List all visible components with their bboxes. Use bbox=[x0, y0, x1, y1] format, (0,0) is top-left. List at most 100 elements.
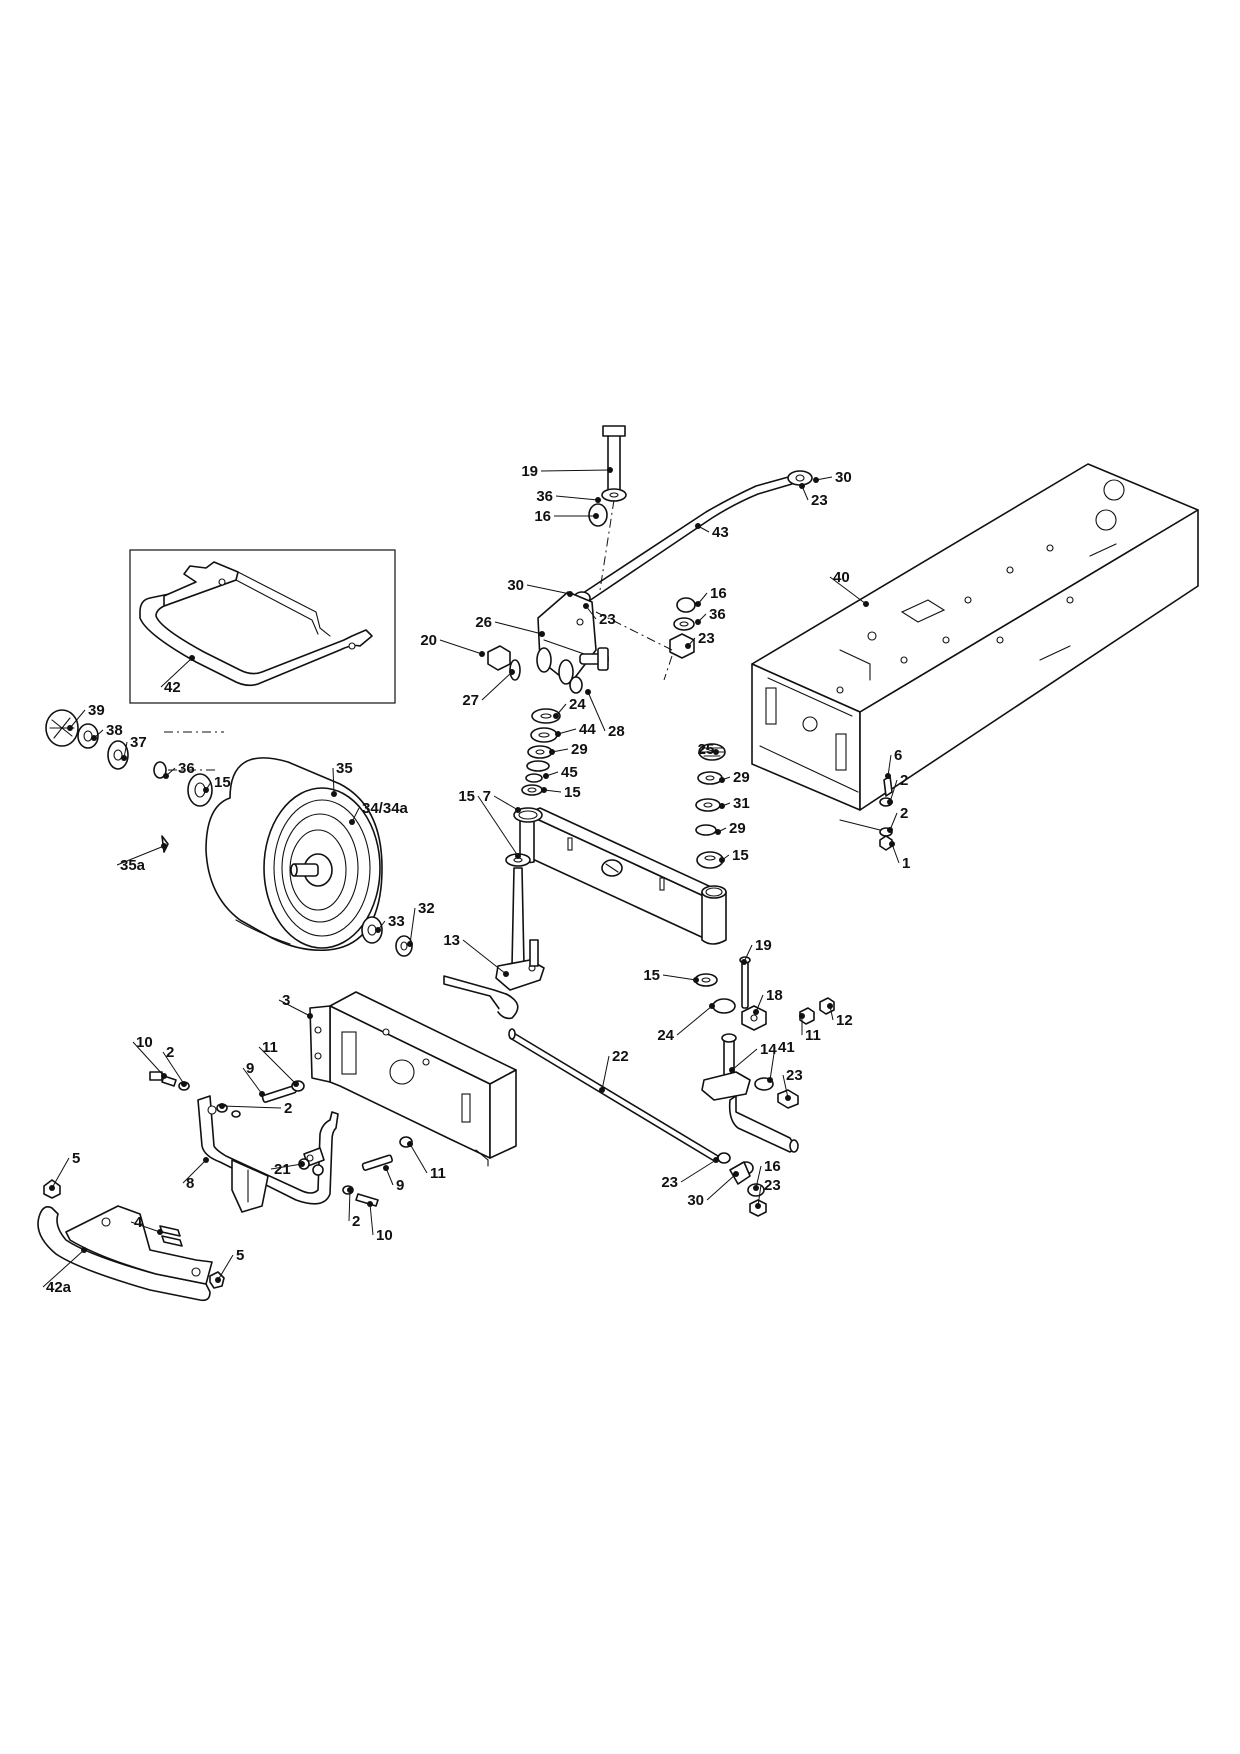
callout-dot bbox=[367, 1201, 373, 1207]
callout-35: 35 bbox=[331, 760, 353, 797]
callout-leader-line bbox=[676, 1005, 713, 1036]
callout-2-b: 2 bbox=[347, 1187, 360, 1230]
callout-22: 22 bbox=[599, 1048, 629, 1093]
callout-label: 11 bbox=[805, 1027, 821, 1044]
callout-label: 36 bbox=[709, 606, 726, 623]
callout-leader-line bbox=[162, 1051, 185, 1085]
callout-16-low: 16 bbox=[753, 1158, 781, 1191]
callout-dot bbox=[709, 1003, 715, 1009]
callout-leader-line bbox=[348, 1189, 351, 1222]
callout-label: 42a bbox=[46, 1279, 72, 1296]
right-hardware-stack bbox=[669, 597, 696, 659]
callout-25: 25 bbox=[698, 741, 719, 758]
callout-dot bbox=[733, 1171, 739, 1177]
callout-label: 14 bbox=[760, 1041, 777, 1058]
callout-13: 13 bbox=[443, 932, 509, 977]
callout-label: 32 bbox=[418, 900, 435, 917]
callout-label: 39 bbox=[88, 702, 105, 719]
callout-43: 43 bbox=[695, 523, 729, 541]
callout-leader-line bbox=[69, 709, 86, 729]
callout-dot bbox=[203, 787, 209, 793]
callout-label: 6 bbox=[894, 747, 902, 764]
callout-label: 42 bbox=[164, 679, 181, 696]
callout-label: 8 bbox=[186, 1175, 194, 1192]
callout-dot bbox=[407, 941, 413, 947]
callout-15-w: 15 bbox=[203, 774, 231, 793]
callout-3: 3 bbox=[278, 992, 313, 1019]
callout-label: 35 bbox=[336, 760, 353, 777]
callout-dot bbox=[553, 713, 559, 719]
callout-29-r2: 29 bbox=[715, 820, 746, 837]
callout-dot bbox=[785, 1095, 791, 1101]
callout-dot bbox=[741, 959, 747, 965]
callout-19-top: 19 bbox=[521, 463, 613, 480]
callout-24-low: 24 bbox=[657, 1003, 715, 1044]
callout-leader-line bbox=[160, 657, 193, 688]
callout-leader-line bbox=[662, 974, 697, 981]
callout-label: 9 bbox=[396, 1177, 404, 1194]
callout-label: 26 bbox=[475, 614, 492, 631]
callout-dot bbox=[719, 857, 725, 863]
callout-label: 7 bbox=[483, 788, 491, 805]
callout-leader-line bbox=[769, 1046, 776, 1081]
callout-6: 6 bbox=[885, 747, 902, 779]
callout-29-r1: 29 bbox=[719, 769, 750, 786]
callout-5-top: 5 bbox=[49, 1150, 80, 1191]
callout-leader-line bbox=[889, 779, 898, 803]
callout-16-top: 16 bbox=[534, 508, 599, 525]
callout-leader-line bbox=[706, 1173, 737, 1201]
callout-label: 44 bbox=[579, 721, 596, 738]
callout-dot bbox=[49, 1185, 55, 1191]
callout-leader-line bbox=[130, 1221, 161, 1233]
callout-23-end: 23 bbox=[755, 1177, 781, 1209]
callout-dot bbox=[543, 773, 549, 779]
callout-dot bbox=[695, 601, 701, 607]
callout-dot bbox=[595, 497, 601, 503]
callout-label: 2 bbox=[900, 805, 908, 822]
callout-dot bbox=[719, 803, 725, 809]
callout-dot bbox=[863, 601, 869, 607]
callout-dot bbox=[161, 1073, 167, 1079]
callout-leader-line bbox=[242, 1067, 263, 1095]
callout-30-low: 30 bbox=[687, 1171, 739, 1209]
callout-11-r: 11 bbox=[799, 1013, 821, 1044]
callout-38: 38 bbox=[91, 722, 123, 741]
callout-leader-line bbox=[782, 1074, 789, 1099]
callout-label: 3 bbox=[282, 992, 290, 1009]
callout-label: 33 bbox=[388, 913, 405, 930]
callout-label: 30 bbox=[687, 1192, 704, 1209]
callout-33: 33 bbox=[375, 913, 405, 933]
callout-16-r: 16 bbox=[695, 585, 727, 607]
callout-37: 37 bbox=[121, 734, 147, 761]
callout-30-mid: 30 bbox=[507, 577, 573, 597]
callout-label: 31 bbox=[733, 795, 750, 812]
callout-dot bbox=[549, 749, 555, 755]
callout-label: 21 bbox=[274, 1161, 291, 1178]
callout-5-low: 5 bbox=[215, 1247, 244, 1283]
callout-36-r: 36 bbox=[695, 606, 726, 625]
callout-dot bbox=[331, 791, 337, 797]
callout-2-l2: 2 bbox=[219, 1100, 292, 1117]
callout-36-top: 36 bbox=[536, 488, 601, 505]
callout-leader-line bbox=[555, 495, 599, 501]
callout-dot bbox=[593, 513, 599, 519]
callout-dot bbox=[121, 755, 127, 761]
callout-dot bbox=[685, 643, 691, 649]
callout-leader-line bbox=[540, 469, 611, 472]
callout-dot bbox=[307, 1013, 313, 1019]
front-axle-bracket-3 bbox=[309, 991, 517, 1167]
callout-dot bbox=[539, 631, 545, 637]
callout-label: 13 bbox=[443, 932, 460, 949]
callout-leader-line bbox=[409, 1143, 428, 1174]
callout-dot bbox=[299, 1161, 305, 1167]
callout-11-l: 11 bbox=[258, 1039, 299, 1087]
main-frame bbox=[751, 463, 1199, 811]
callout-leader-line bbox=[889, 812, 898, 831]
callout-label: 11 bbox=[430, 1165, 446, 1182]
callout-label: 15 bbox=[458, 788, 475, 805]
callout-leader-line bbox=[217, 1254, 234, 1281]
callout-dot bbox=[349, 819, 355, 825]
callout-27: 27 bbox=[462, 669, 515, 709]
callout-label: 24 bbox=[657, 1027, 674, 1044]
